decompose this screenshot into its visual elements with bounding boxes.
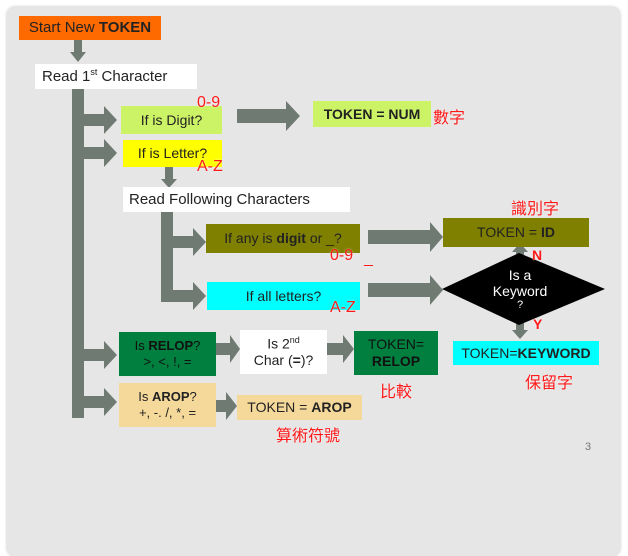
arrowhead-relop — [104, 341, 117, 369]
token-relop-line2: RELOP — [371, 353, 421, 369]
annotation-no: N — [532, 247, 543, 263]
token-relop-line1: TOKEN= — [367, 336, 425, 353]
is-digit-label: If is Digit? — [140, 111, 203, 128]
annotation-yes: Y — [533, 316, 543, 332]
is-keyword-line1: Is a — [508, 266, 532, 283]
start-label: Start New TOKEN — [28, 19, 152, 36]
arrow-branch-relop — [84, 349, 106, 361]
annotation-keyword-label: 保留字 — [525, 373, 574, 392]
is-second-line1: Is 2nd — [267, 334, 300, 352]
annotation-arop-label: 算術符號 — [276, 426, 341, 445]
start-new-token-node: Start New TOKEN — [19, 16, 161, 40]
is-second-line2: Char (=)? — [253, 352, 314, 369]
token-num-label: TOKEN = NUM — [323, 105, 421, 122]
arrow-branch-letter — [84, 147, 106, 159]
is-letter-label: If is Letter? — [137, 145, 208, 162]
page-number: 3 — [585, 441, 592, 453]
all-letters-node: If all letters? — [207, 282, 360, 310]
arrow-branch-digit — [84, 114, 106, 126]
is-relop-line2: >, <, !, = — [143, 354, 192, 369]
annotation-id-label: 識別字 — [511, 199, 560, 218]
arrow-letter-down — [165, 167, 173, 179]
is-arop-line1: Is AROP? — [138, 389, 197, 405]
read-first-label: Read 1st Character — [42, 67, 168, 85]
annotation-digit-range: 0-9 — [197, 94, 221, 111]
all-letters-label: If all letters? — [245, 287, 322, 304]
arrowhead-digit — [104, 106, 117, 134]
arrow-second-relop — [327, 343, 345, 355]
any-digit-label: If any is digit or _? — [224, 230, 342, 247]
is-arop-line2: +, -. /, *, = — [138, 405, 197, 420]
token-num-node: TOKEN = NUM — [313, 101, 431, 127]
read-following-node: Read Following Characters — [123, 187, 350, 212]
is-relop-node: Is RELOP? >, <, !, = — [119, 332, 216, 376]
arrowhead-letter — [104, 139, 117, 167]
keyword-decision-diamond — [442, 253, 605, 325]
arrowhead-token-arop — [226, 392, 237, 420]
arrowhead-keyword-id — [512, 243, 528, 252]
annotation-letter-range-2: A-Z — [330, 299, 356, 316]
arrow-branch-arop — [84, 396, 106, 408]
token-arop-node: TOKEN = AROP — [237, 395, 362, 420]
arrow-relop-second — [216, 343, 232, 355]
is-letter-node: If is Letter? — [123, 140, 222, 167]
flow-arrows — [70, 40, 605, 420]
arrow-branch-allletters — [173, 290, 195, 302]
arrowhead-token-relop — [343, 335, 354, 363]
is-keyword-line2: Keyword — [492, 282, 548, 299]
is-keyword-text: Is a Keyword ? — [470, 262, 570, 316]
arrowhead-arop — [104, 388, 117, 416]
arrowhead-id — [430, 222, 443, 252]
is-second-char-node: Is 2nd Char (=)? — [240, 330, 327, 374]
token-relop-node: TOKEN= RELOP — [354, 331, 438, 375]
token-id-node: TOKEN = ID — [443, 218, 589, 247]
arrowhead-num — [286, 101, 300, 131]
arrow-allletters-keyword — [368, 283, 432, 297]
arrow-anydigit-id — [368, 230, 432, 244]
is-relop-line1: Is RELOP? — [134, 338, 201, 354]
arrowhead-letter-down — [161, 179, 177, 188]
arrow-start-down — [74, 40, 82, 52]
token-keyword-label: TOKEN=KEYWORD — [461, 344, 591, 361]
arrow-main-trunk — [72, 88, 84, 418]
annotation-underscore: _ — [364, 250, 373, 267]
annotation-num-label: 數字 — [433, 108, 466, 127]
token-keyword-node: TOKEN=KEYWORD — [453, 341, 599, 365]
arrowhead-keyword-down — [512, 330, 528, 339]
arrowhead-second — [230, 335, 240, 363]
token-arop-label: TOKEN = AROP — [247, 399, 352, 416]
arrow-sub-trunk — [161, 210, 173, 302]
read-first-character-node: Read 1st Character — [35, 64, 197, 89]
is-digit-node: If is Digit? — [121, 106, 222, 134]
arrowhead-start-down — [70, 52, 86, 62]
arrowhead-anydigit — [193, 228, 206, 256]
arrowhead-allletters — [193, 282, 206, 310]
arrow-branch-anydigit — [173, 236, 195, 248]
is-arop-node: Is AROP? +, -. /, *, = — [119, 383, 216, 427]
arrowhead-keyword — [430, 275, 443, 305]
read-following-label: Read Following Characters — [129, 190, 310, 208]
annotation-letter-range: A-Z — [197, 158, 223, 175]
token-id-label: TOKEN = ID — [477, 224, 555, 241]
annotation-relop-label: 比較 — [380, 382, 413, 401]
arrow-digit-num — [237, 109, 287, 123]
annotation-digit-range-2: 0-9 — [330, 247, 354, 264]
any-digit-node: If any is digit or _? — [206, 224, 360, 253]
is-keyword-line3: ? — [516, 298, 524, 311]
